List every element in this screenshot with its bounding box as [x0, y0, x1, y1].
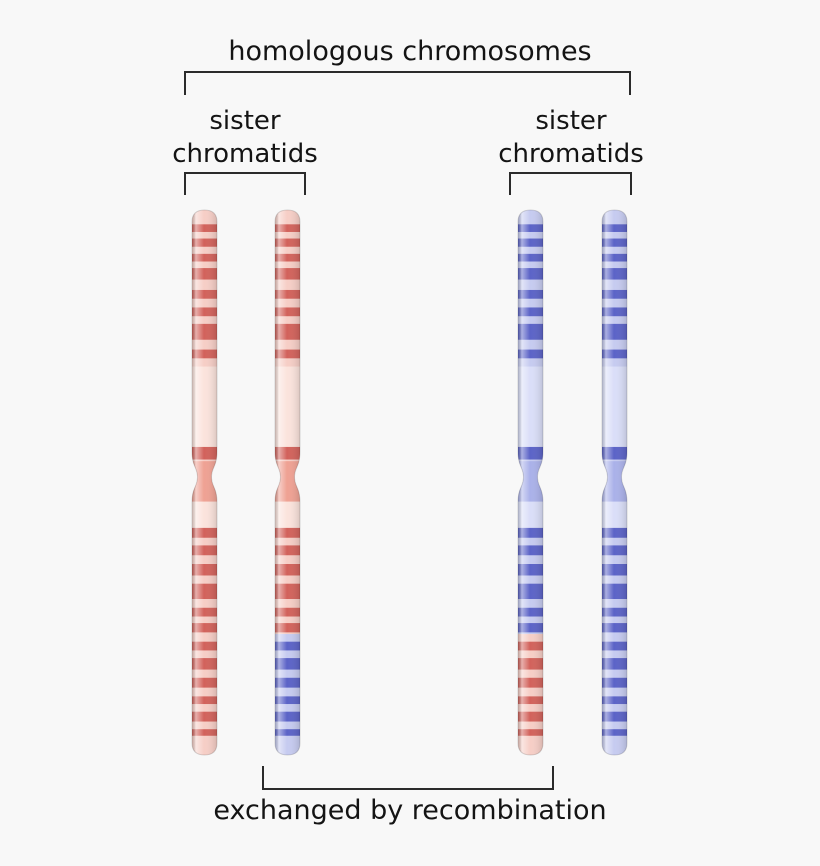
paternal-chromatid-1: [517, 209, 544, 756]
maternal-chromatid-2: [274, 209, 301, 756]
maternal-chromatid-1: [191, 209, 218, 756]
paternal-chromatid-2: [601, 209, 628, 756]
exchanged-by-recombination-label: exchanged by recombination: [213, 795, 607, 826]
homologous-chromosomes-bracket: [184, 71, 631, 95]
sister-chromatids-right-label: sister chromatids: [498, 106, 644, 169]
homologous-chromosomes-label: homologous chromosomes: [228, 36, 592, 67]
sister-chromatids-left-label: sister chromatids: [172, 106, 318, 169]
sister-chromatids-left-bracket: [184, 172, 306, 195]
chromosomes-group: [0, 209, 820, 756]
sister-chromatids-right-bracket: [509, 172, 632, 195]
recombination-bracket: [262, 766, 554, 790]
